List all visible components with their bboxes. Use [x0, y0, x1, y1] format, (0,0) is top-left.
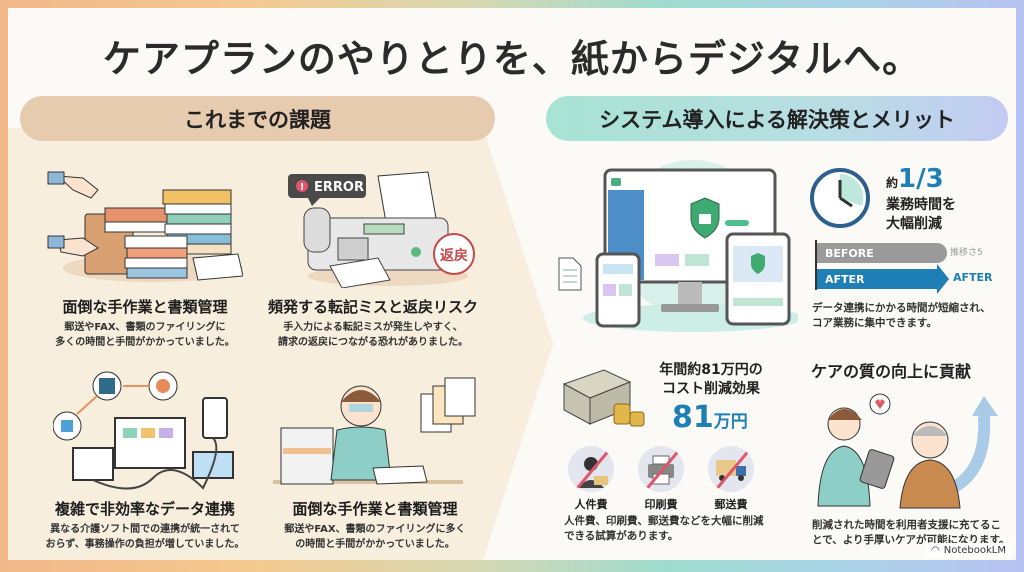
chart-axis: [815, 240, 817, 290]
before-note: 推移さ5: [950, 248, 983, 258]
notebooklm-logo-icon: ◠: [931, 545, 940, 556]
left-panel-bg: [8, 128, 553, 560]
infographic-frame: ケアプランのやりとりを、紙からデジタルへ。 これまでの課題 システム導入による解…: [8, 8, 1016, 560]
delivery-truck-icon: [708, 446, 754, 492]
solutions-header: システム導入による解決策とメリット: [546, 96, 1008, 141]
challenge-card-manual-work: 面倒な手作業と書類管理 郵送やFAX、書類のファイリングに 多くの時間と手間がか…: [55, 298, 235, 348]
postage-cost-label: 郵送費: [714, 498, 748, 511]
clock-icon: [810, 168, 870, 228]
personnel-cost-label: 人件費: [574, 498, 608, 511]
paper-stack-icon: [47, 171, 243, 282]
notebooklm-badge: ◠ NotebookLM: [925, 543, 1012, 558]
cost-amount: 81万円: [672, 400, 748, 435]
before-bar: BEFORE: [817, 243, 947, 263]
after-arrow-head: [937, 264, 949, 294]
challenge-card-manual-work-2: 面倒な手作業と書類管理 郵送やFAX、書類のファイリングに多く の時間と手間がか…: [284, 500, 466, 550]
after-note: AFTER: [953, 271, 993, 284]
money-stack-icon: [562, 369, 645, 427]
time-saving-label: 業務時間を 大幅削減: [886, 197, 956, 232]
tangled-devices-icon: [53, 371, 234, 490]
printing-cost-label: 印刷費: [644, 498, 678, 511]
challenge-card-transcription-errors: 頻発する転記ミスと返戻リスク 手入力による転記ミスが発生しやすく、 請求の返戻に…: [267, 298, 478, 348]
page-title: ケアプランのやりとりを、紙からデジタルへ。: [102, 37, 922, 81]
secure-devices-icon: [558, 160, 798, 332]
svg-text:返戻: 返戻: [440, 247, 468, 264]
cost-headline: 年間約81万円の コスト削減効果: [659, 362, 763, 397]
cost-desc: 人件費、印刷費、郵送費などを大幅に削減 できる試算があります。: [564, 515, 764, 542]
quality-heading: ケアの質の向上に貢献: [811, 362, 972, 381]
time-saving-headline: 約1/3: [886, 164, 944, 194]
svg-text:ERROR: ERROR: [314, 180, 364, 195]
stressed-worker-icon: [273, 377, 476, 485]
time-saving-desc: データ連携にかかる時間が短縮され、 コア業務に集中できます。: [812, 302, 991, 329]
personnel-cost-icon: [568, 446, 614, 492]
challenge-card-data-integration: 複雑で非効率なデータ連携 異なる介護ソフト間での連携が統一されて おらず、事務操…: [45, 500, 245, 550]
printer-icon: [638, 446, 684, 492]
caregiver-illustration: [817, 393, 998, 509]
challenges-header: これまでの課題: [20, 96, 495, 141]
fax-error-icon: ! ERROR 返戻: [288, 171, 475, 288]
after-bar: AFTER: [817, 269, 937, 289]
svg-text:!: !: [300, 182, 305, 193]
